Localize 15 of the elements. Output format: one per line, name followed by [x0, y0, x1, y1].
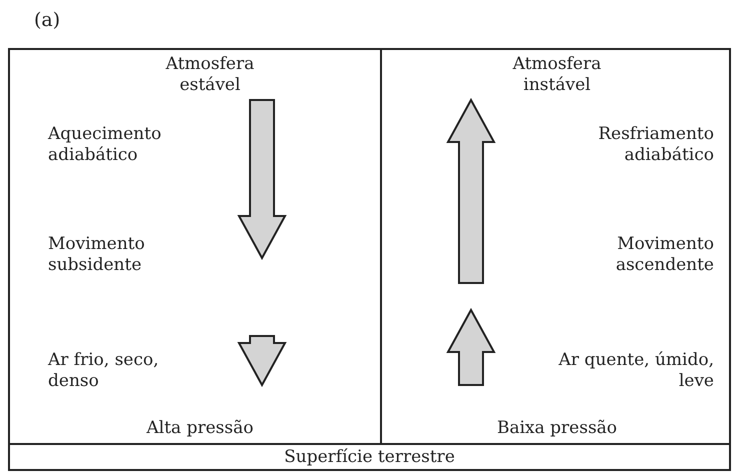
- motion-text: Movimento ascendente: [614, 234, 714, 276]
- air-text: Ar frio, seco, denso: [48, 350, 160, 392]
- heading-text: Atmosfera estável: [164, 54, 256, 96]
- pressure-text: Baixa pressão: [496, 418, 618, 439]
- motion-text: Movimento subsidente: [48, 234, 146, 276]
- ground-band: [8, 443, 731, 471]
- panel-label: (a): [34, 10, 60, 31]
- panel: [380, 48, 731, 445]
- surface-label: Superfície terrestre: [283, 447, 456, 468]
- panel: [8, 48, 382, 445]
- air-text: Ar quente, úmido, leve: [558, 350, 714, 392]
- process-text: Aquecimento adiabático: [48, 124, 162, 166]
- pressure-text: Alta pressão: [145, 418, 254, 439]
- heading-text: Atmosfera instável: [512, 54, 602, 96]
- process-text: Resfriamento adiabático: [597, 124, 714, 166]
